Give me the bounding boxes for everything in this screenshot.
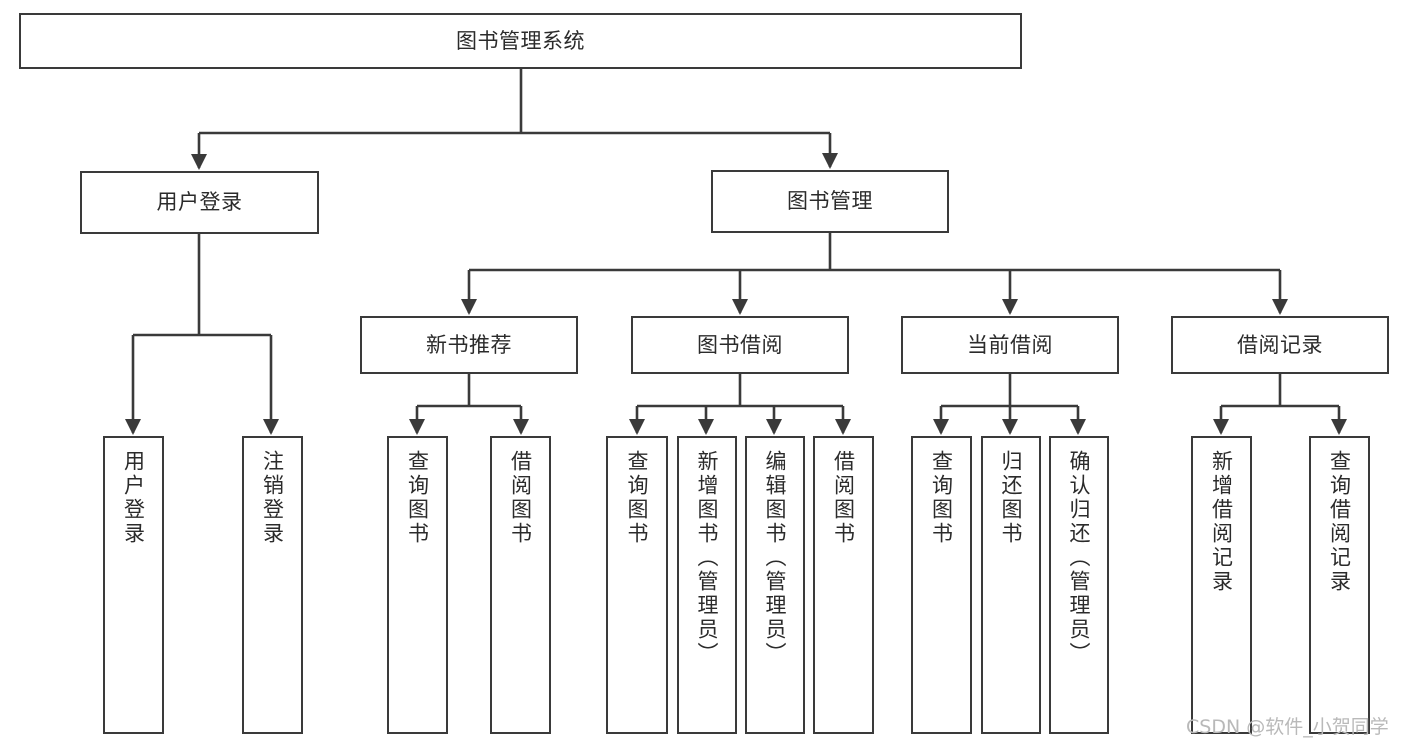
node-leaf-user-login-label: 用户登录	[121, 450, 146, 546]
node-user-login-label: 用户登录	[156, 190, 243, 215]
watermark-text: CSDN @软件_小贺同学	[1186, 716, 1389, 738]
node-leaf-user-login[interactable]: 用户登录	[103, 436, 164, 734]
node-leaf-edit-book[interactable]: 编辑图书（管理员）	[745, 436, 805, 734]
node-leaf-add-record[interactable]: 新增借阅记录	[1191, 436, 1252, 734]
node-leaf-edit-book-label: 编辑图书（管理员）	[763, 450, 788, 666]
node-leaf-logout-login[interactable]: 注销登录	[242, 436, 303, 734]
node-borrow-record-label: 借阅记录	[1237, 332, 1323, 357]
node-leaf-query-record-label: 查询借阅记录	[1327, 450, 1352, 594]
node-leaf-query-book-2-label: 查询图书	[625, 450, 650, 546]
node-current-borrow[interactable]: 当前借阅	[901, 316, 1119, 374]
node-leaf-add-book[interactable]: 新增图书（管理员）	[677, 436, 737, 734]
node-leaf-borrow-book-1-label: 借阅图书	[508, 450, 533, 546]
node-borrow-record[interactable]: 借阅记录	[1171, 316, 1389, 374]
node-leaf-borrow-book-2[interactable]: 借阅图书	[813, 436, 874, 734]
node-new-book-recommend-label: 新书推荐	[426, 332, 512, 357]
node-current-borrow-label: 当前借阅	[967, 332, 1053, 357]
node-leaf-query-record[interactable]: 查询借阅记录	[1309, 436, 1370, 734]
node-leaf-borrow-book-2-label: 借阅图书	[831, 450, 856, 546]
node-leaf-query-book-3[interactable]: 查询图书	[911, 436, 972, 734]
node-book-borrow-label: 图书借阅	[697, 332, 783, 357]
node-leaf-return-book-label: 归还图书	[999, 450, 1024, 546]
node-leaf-borrow-book-1[interactable]: 借阅图书	[490, 436, 551, 734]
node-leaf-confirm-return[interactable]: 确认归还（管理员）	[1049, 436, 1109, 734]
node-leaf-logout-login-label: 注销登录	[260, 450, 285, 546]
node-leaf-query-book-3-label: 查询图书	[929, 450, 954, 546]
node-book-management[interactable]: 图书管理	[711, 170, 949, 233]
node-new-book-recommend[interactable]: 新书推荐	[360, 316, 578, 374]
node-leaf-add-book-label: 新增图书（管理员）	[695, 450, 720, 666]
node-leaf-query-book-2[interactable]: 查询图书	[606, 436, 668, 734]
node-leaf-add-record-label: 新增借阅记录	[1209, 450, 1234, 594]
node-leaf-query-book-1[interactable]: 查询图书	[387, 436, 448, 734]
node-user-login[interactable]: 用户登录	[80, 171, 319, 234]
node-leaf-query-book-1-label: 查询图书	[405, 450, 430, 546]
node-root-label: 图书管理系统	[456, 28, 585, 53]
node-book-management-label: 图书管理	[787, 189, 873, 214]
node-root[interactable]: 图书管理系统	[19, 13, 1022, 69]
node-leaf-return-book[interactable]: 归还图书	[981, 436, 1041, 734]
node-book-borrow[interactable]: 图书借阅	[631, 316, 849, 374]
node-leaf-confirm-return-label: 确认归还（管理员）	[1067, 450, 1092, 666]
